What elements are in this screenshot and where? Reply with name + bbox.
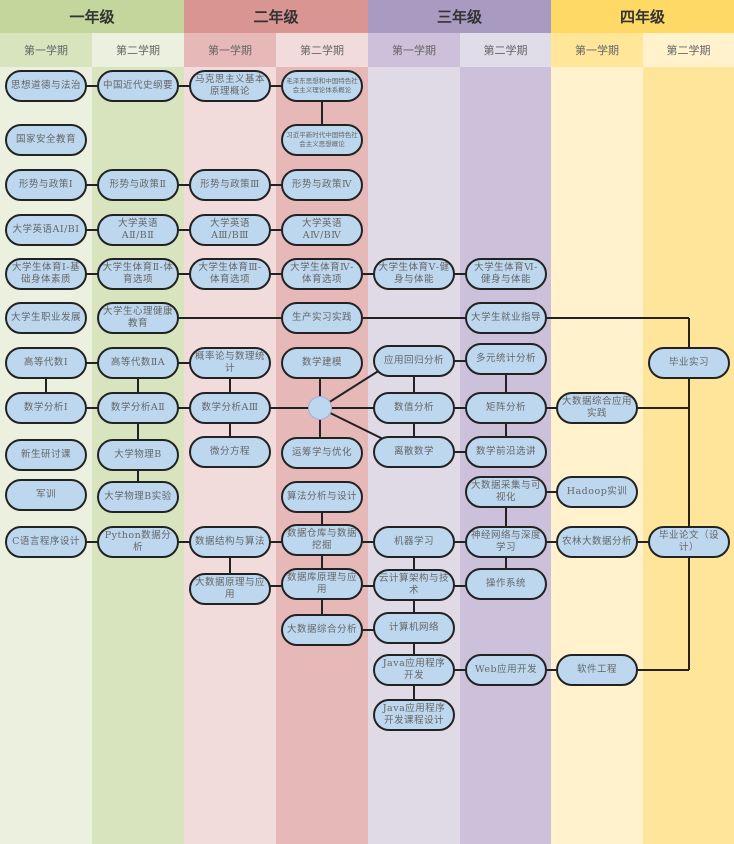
course-node[interactable]: 数值分析 [373,392,455,424]
course-node[interactable]: 软件工程 [556,654,638,686]
course-node[interactable]: 离散数学 [373,436,455,468]
course-node[interactable]: 数学前沿选讲 [465,436,547,468]
course-node[interactable]: 大学英语AⅣ/BⅣ [281,214,363,246]
course-node[interactable]: 大学生体育Ⅲ-体育选项 [189,258,271,290]
course-node[interactable]: Java应用程序开发课程设计 [373,699,455,731]
course-node[interactable]: 中国近代史纲要 [97,70,179,102]
semester-header: 第一学期 [184,33,276,67]
semester-header: 第一学期 [368,33,460,67]
course-node[interactable]: 数学建模 [281,347,363,379]
course-node[interactable]: 大数据综合应用实践 [556,392,638,424]
course-node[interactable]: 计算机网络 [373,612,455,644]
course-node[interactable]: 数学分析Ⅰ [5,392,87,424]
course-node[interactable]: 概率论与数理统计 [189,347,271,379]
course-node[interactable]: 毛泽东思想和中国特色社会主义理论体系概论 [281,70,363,102]
course-node[interactable]: 大学物理B实验 [97,481,179,513]
course-node[interactable]: 习近平新时代中国特色社会主义思想概论 [281,124,363,156]
year-header-3: 三年级 [368,0,551,33]
column-y4-s1 [551,67,643,844]
course-node[interactable]: 国家安全教育 [5,124,87,156]
year-header-2: 二年级 [184,0,368,33]
course-node[interactable]: 算法分析与设计 [281,481,363,513]
semester-header: 第一学期 [551,33,643,67]
course-node[interactable]: 大学生职业发展 [5,302,87,334]
year-header-4: 四年级 [551,0,734,33]
connector-line [319,407,386,441]
course-node[interactable]: 思想道德与法治 [5,70,87,102]
year-header-1: 一年级 [0,0,184,33]
course-node[interactable]: 大学英语AⅢ/BⅢ [189,214,271,246]
course-node[interactable]: Web应用开发 [465,654,547,686]
hub-node [308,396,332,420]
course-node[interactable]: 毕业实习 [648,347,730,379]
course-node[interactable]: 形势与政策Ⅲ [189,169,271,201]
course-node[interactable]: 数据结构与算法 [189,526,271,558]
course-node[interactable]: 生产实习实践 [281,302,363,334]
course-node[interactable]: 毕业论文（设计） [648,526,730,558]
semester-header: 第二学期 [643,33,734,67]
semester-header: 第二学期 [276,33,368,67]
course-node[interactable]: 微分方程 [189,436,271,468]
course-node[interactable]: 机器学习 [373,526,455,558]
semester-header: 第二学期 [92,33,184,67]
course-node[interactable]: 大学英语AⅠ/BⅠ [5,214,87,246]
course-node[interactable]: 大学生心理健康教育 [97,302,179,334]
course-node[interactable]: 农林大数据分析 [556,526,638,558]
course-node[interactable]: C语言程序设计 [5,526,87,558]
course-node[interactable]: 大数据原理与应用 [189,573,271,605]
course-node[interactable]: 形势与政策Ⅳ [281,169,363,201]
course-node[interactable]: 大数据综合分析 [281,614,363,646]
course-node[interactable]: 大学生体育Ⅱ-体育选项 [97,258,179,290]
course-node[interactable]: 高等代数ⅡA [97,347,179,379]
course-node[interactable]: Hadoop实训 [556,476,638,508]
course-node[interactable]: 大数据采集与可视化 [465,476,547,508]
course-node[interactable]: 军训 [5,479,87,511]
semester-header: 第一学期 [0,33,92,67]
course-node[interactable]: 数据仓库与数据挖掘 [281,524,363,556]
semester-header: 第二学期 [460,33,551,67]
course-node[interactable]: 大学物理B [97,439,179,471]
course-node[interactable]: 大学英语AⅡ/BⅡ [97,214,179,246]
course-node[interactable]: 大学生体育Ⅳ-体育选项 [281,258,363,290]
course-node[interactable]: 形势与政策Ⅱ [97,169,179,201]
course-node[interactable]: 高等代数Ⅰ [5,347,87,379]
course-node[interactable]: 大学生就业指导 [465,302,547,334]
course-node[interactable]: Python数据分析 [97,526,179,558]
course-node[interactable]: 数学分析AⅢ [189,392,271,424]
course-node[interactable]: 运筹学与优化 [281,437,363,469]
course-node[interactable]: 云计算架构与技术 [373,569,455,601]
course-node[interactable]: 大学生体育Ⅴ-健身与体能 [373,258,455,290]
course-node[interactable]: 数据库原理与应用 [281,568,363,600]
course-node[interactable]: 应用回归分析 [373,345,455,377]
course-node[interactable]: 数学分析AⅡ [97,392,179,424]
course-node[interactable]: 形势与政策Ⅰ [5,169,87,201]
course-node[interactable]: 多元统计分析 [465,343,547,375]
course-node[interactable]: 矩阵分析 [465,392,547,424]
course-node[interactable]: 大学生体育Ⅰ-基础身体素质 [5,258,87,290]
course-node[interactable]: Java应用程序开发 [373,654,455,686]
course-node[interactable]: 新生研讨课 [5,439,87,471]
course-node[interactable]: 神经网络与深度学习 [465,526,547,558]
course-node[interactable]: 大学生体育Ⅵ-健身与体能 [465,258,547,290]
course-node[interactable]: 操作系统 [465,568,547,600]
course-node[interactable]: 马克思主义基本原理概论 [189,70,271,102]
